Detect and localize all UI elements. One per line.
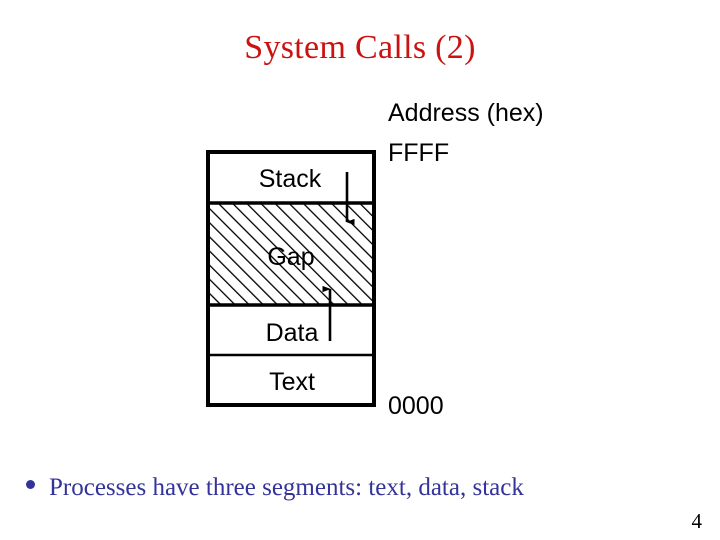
address-bottom-value: 0000: [388, 392, 444, 420]
segment-label-data: Data: [266, 319, 319, 347]
segment-label-stack: Stack: [259, 165, 322, 193]
memory-box-outline: [206, 150, 376, 407]
bullet-list: Processes have three segments: text, dat…: [26, 473, 706, 503]
address-axis-header: Address (hex): [388, 99, 544, 127]
page-number: 4: [691, 509, 703, 533]
segment-label-gap: Gap: [267, 243, 314, 271]
address-top-value: FFFF: [388, 139, 449, 167]
bullet-item-text: Processes have three segments: text, dat…: [49, 474, 524, 501]
segment-label-text: Text: [269, 368, 315, 396]
segment-gap-fill: [208, 203, 374, 305]
page-title: System Calls (2): [244, 29, 476, 66]
bullet-marker-icon: [26, 480, 35, 489]
